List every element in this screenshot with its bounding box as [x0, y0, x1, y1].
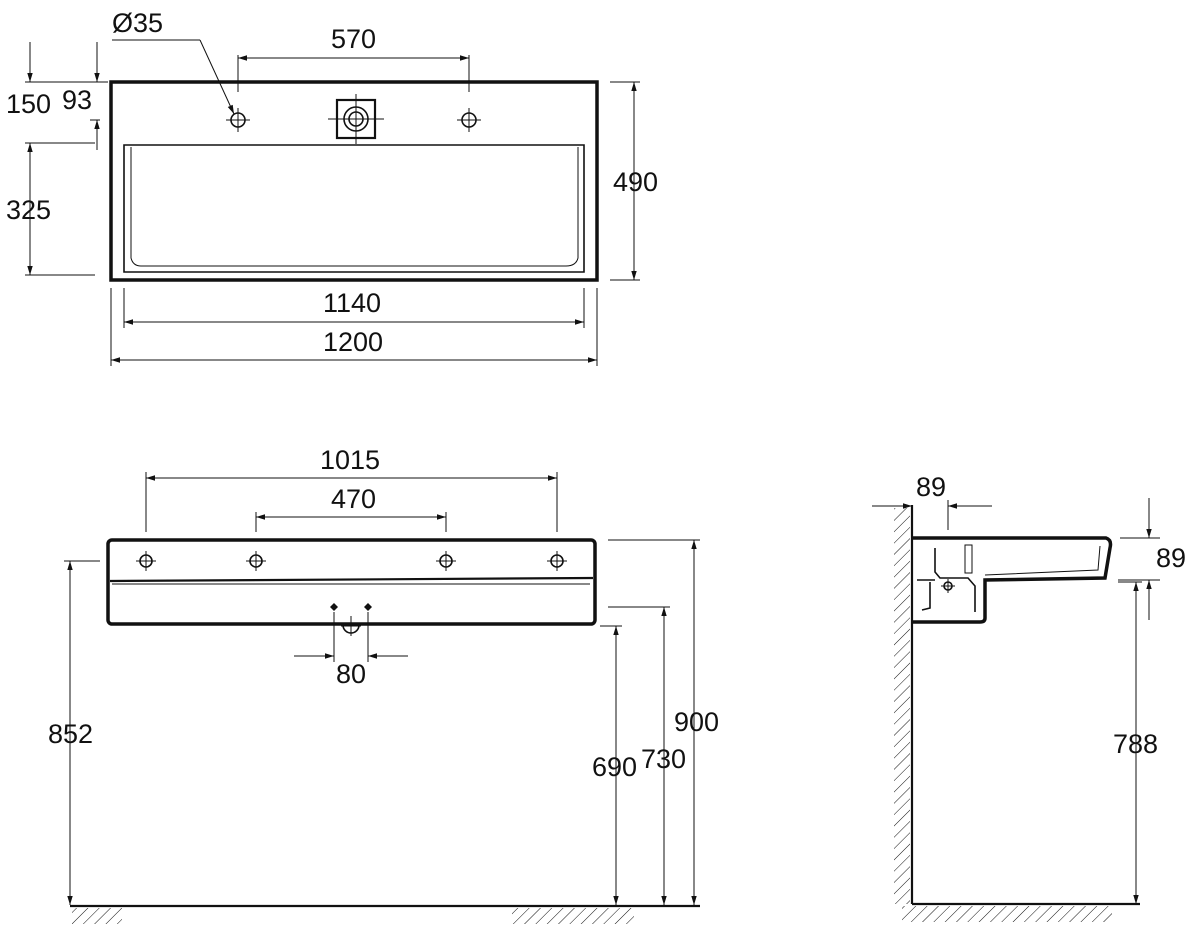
floor-hatch-left: [72, 908, 122, 924]
rim-thickness-label: 89: [1156, 543, 1186, 573]
fixing-height-label: 852: [48, 719, 93, 749]
top-view: Ø35 570 150 93 325 490 1140: [6, 8, 658, 366]
basin-front-outline: [106, 538, 597, 626]
front-view: 1015 470 80 852 900 730 690: [48, 445, 719, 924]
total-width-label: 1200: [323, 327, 383, 357]
outer-fixings-label: 1015: [320, 445, 380, 475]
waste-height-upper-label: 730: [641, 744, 686, 774]
basin-outline-top: [109, 80, 599, 282]
fixing-hole-3: [436, 551, 456, 571]
waste-fixing-holes: [330, 603, 372, 636]
tap-hole-left: [226, 108, 250, 132]
total-depth-label: 490: [613, 167, 658, 197]
edge-to-holes-label: 93: [62, 85, 92, 115]
underside-height-label: 788: [1113, 729, 1158, 759]
top-height-label: 900: [674, 707, 719, 737]
basin-side-profile: [913, 536, 1113, 624]
waste-fixings-label: 80: [336, 659, 366, 689]
tap-spacing-label: 570: [331, 24, 376, 54]
side-view: 89 89 788: [872, 472, 1186, 922]
fixing-hole-2: [246, 551, 266, 571]
bowl-inner-edge: [130, 147, 579, 267]
edge-to-bowl-label: 150: [6, 89, 51, 119]
floor-hatch-side: [902, 906, 1112, 922]
fixing-hole-1: [136, 551, 156, 571]
front-split-line: [109, 576, 594, 583]
tap-hole-right: [457, 108, 481, 132]
hole-diameter-label: Ø35: [112, 8, 163, 38]
floor-hatch-right: [512, 908, 634, 924]
bowl-outline: [123, 144, 585, 273]
bowl-side-inner: [984, 545, 1101, 576]
wall-hatch: [894, 508, 910, 904]
bowl-depth-label: 325: [6, 195, 51, 225]
waste-height-lower-label: 690: [592, 752, 637, 782]
fixing-hole-4: [547, 551, 567, 571]
trap-detail: [917, 548, 976, 612]
overflow-outlet: [328, 94, 384, 144]
inner-width-label: 1140: [323, 288, 381, 318]
inner-fixings-label: 470: [331, 484, 376, 514]
wall-offset-label: 89: [916, 472, 946, 502]
